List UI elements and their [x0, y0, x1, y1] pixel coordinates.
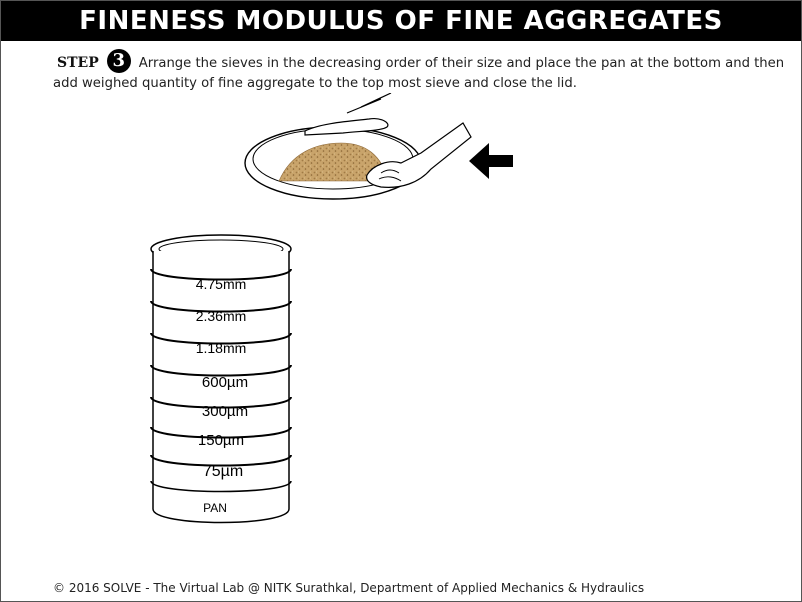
pan-label: PAN — [203, 501, 227, 515]
step-number-badge: 3 — [106, 49, 131, 73]
footer-copyright: © 2016 SOLVE - The Virtual Lab @ NITK Su… — [53, 581, 645, 595]
title-bar: FINENESS MODULUS OF FINE AGGREGATES — [1, 1, 801, 41]
arrow-left-icon — [469, 143, 513, 179]
sieve-stack-icon: 4.75mm 2.36mm 1.18mm 600µm 300µm 150µm 7… — [150, 234, 292, 524]
hand-icon — [304, 118, 389, 136]
sieve-label: 600µm — [202, 374, 248, 391]
pan-with-aggregate-icon — [244, 93, 513, 200]
step-text: Arrange the sieves in the decreasing ord… — [53, 56, 785, 91]
sieve-label: 2.36mm — [196, 308, 247, 324]
sieve-label: 1.18mm — [196, 340, 247, 356]
sieve-label: 4.75mm — [196, 276, 247, 292]
sieve-label: 300µm — [202, 403, 248, 420]
page-title: FINENESS MODULUS OF FINE AGGREGATES — [79, 6, 723, 36]
step-label: STEP — [57, 55, 99, 71]
sieve-label: 75µm — [203, 463, 243, 480]
sieve-label: 150µm — [198, 432, 244, 449]
